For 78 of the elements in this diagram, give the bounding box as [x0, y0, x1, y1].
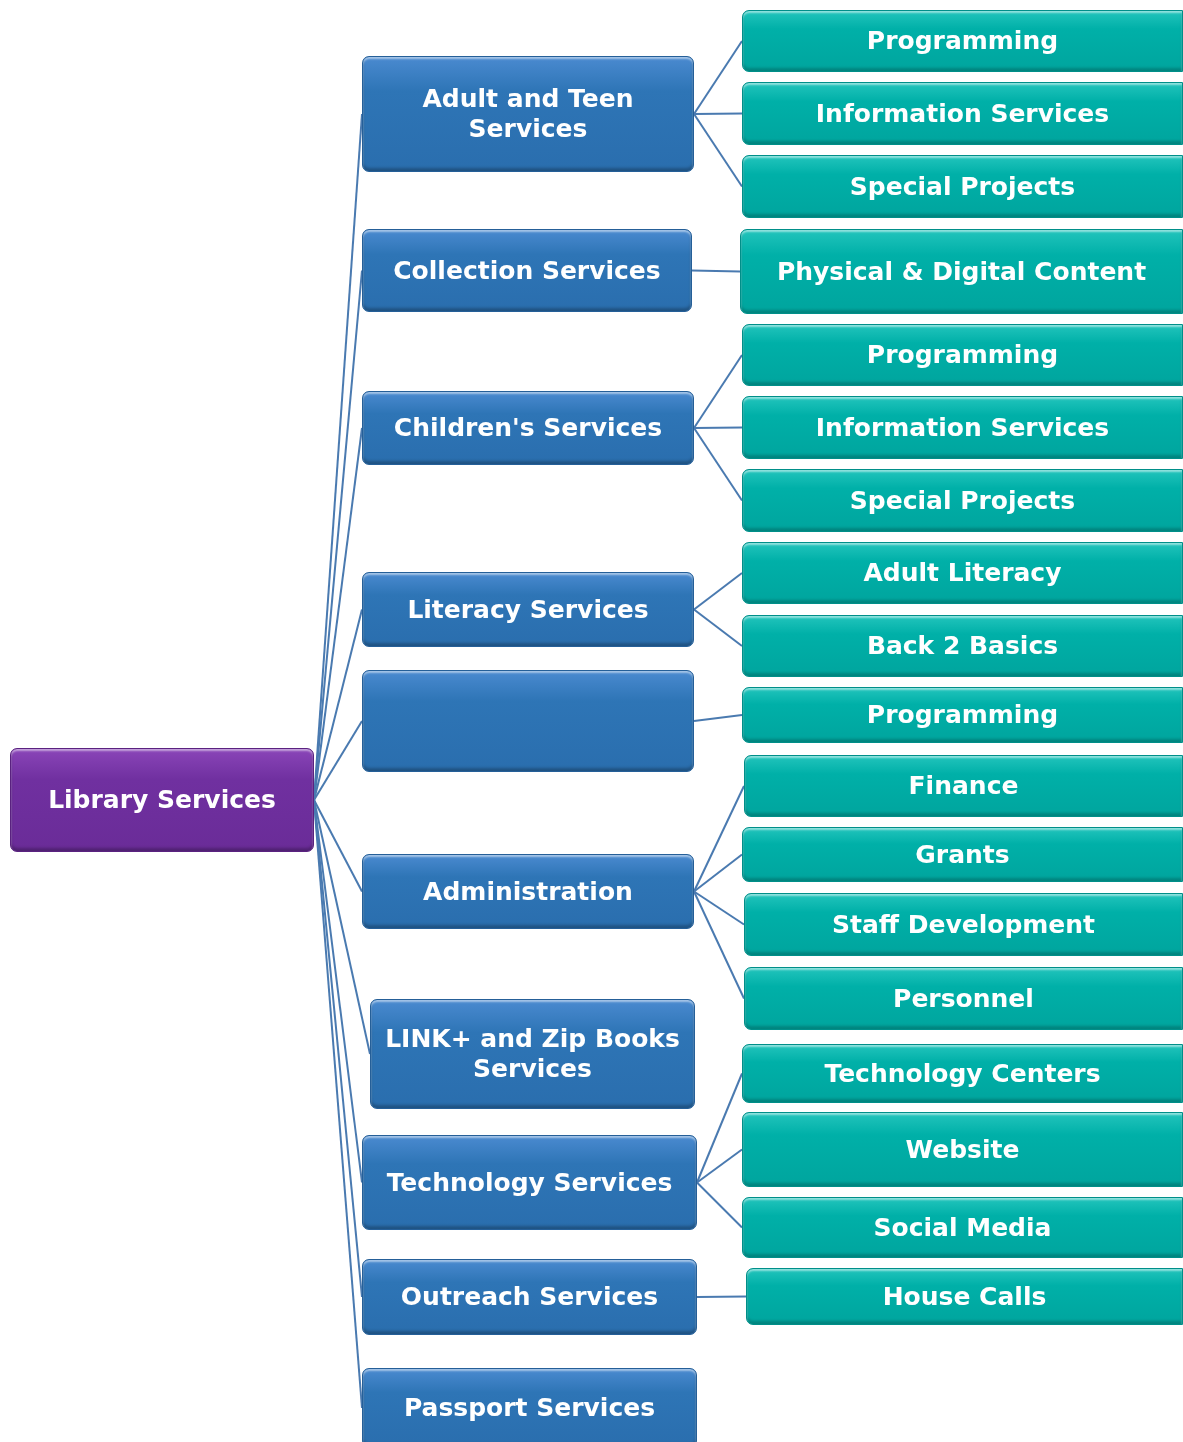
- unit-box: [742, 615, 1183, 677]
- unit-box: [744, 755, 1183, 817]
- connector-line: [693, 427, 743, 502]
- unit-box: [742, 469, 1183, 532]
- department-box: [362, 391, 694, 465]
- node-label: Personnel: [893, 983, 1034, 1014]
- unit-box: [742, 687, 1183, 743]
- connector-line: [693, 40, 743, 115]
- department-box: [362, 1368, 697, 1442]
- node-label: Administration: [423, 876, 633, 907]
- connector-line: [313, 799, 363, 893]
- department-box: [362, 229, 692, 312]
- node-label: Information Services: [815, 412, 1110, 443]
- node-label: Social Media: [873, 1212, 1052, 1243]
- unit-box: [742, 1197, 1183, 1258]
- connector-line: [693, 853, 743, 893]
- department-box: [370, 999, 695, 1109]
- connector-line: [313, 799, 371, 1055]
- unit-box: [740, 229, 1183, 314]
- node-label: Staff Development: [831, 909, 1096, 940]
- unit-box: [742, 82, 1183, 145]
- node-label: House Calls: [882, 1281, 1047, 1312]
- unit-box: [742, 1044, 1183, 1103]
- connector-line: [696, 1295, 747, 1298]
- unit-box: [742, 827, 1183, 882]
- unit-box: [742, 542, 1183, 604]
- connector-line: [693, 608, 743, 647]
- connector-line: [693, 354, 743, 429]
- connector-line: [693, 572, 743, 611]
- node-label: Children's Services: [393, 413, 663, 443]
- node-label: Website: [905, 1134, 1020, 1165]
- node-label: Library Services: [48, 785, 276, 815]
- connector-line: [313, 720, 363, 801]
- node-label: Passport Services: [403, 1393, 656, 1423]
- unit-box: [744, 893, 1183, 956]
- node-label: Programming: [866, 26, 1059, 56]
- node-label: Programming: [866, 700, 1059, 730]
- department-box: [362, 854, 694, 929]
- node-label: Literacy Services: [407, 594, 649, 625]
- node-label: Technology Centers: [824, 1058, 1101, 1089]
- connector-line: [696, 1181, 743, 1229]
- node-label: Back 2 Basics: [866, 631, 1059, 661]
- unit-box: [742, 155, 1183, 218]
- unit-box: [744, 967, 1183, 1030]
- unit-box: [742, 10, 1183, 72]
- root-box: [10, 748, 314, 852]
- connector-line: [693, 112, 743, 115]
- connector-line: [693, 890, 745, 1000]
- unit-box: [746, 1268, 1183, 1325]
- node-label: Grants: [915, 839, 1010, 870]
- node-label: LINK+ and Zip Books Services: [384, 1024, 681, 1084]
- node-label: Information Services: [815, 98, 1110, 129]
- node-label: Physical & Digital Content: [776, 256, 1147, 287]
- connector-line: [693, 890, 745, 926]
- department-box: [362, 572, 694, 647]
- node-label: Special Projects: [849, 171, 1076, 202]
- department-box: [362, 1135, 697, 1230]
- unit-box: [742, 396, 1183, 459]
- node-label: Special Projects: [849, 485, 1076, 516]
- department-box: [362, 1259, 697, 1335]
- node-label: Finance: [908, 771, 1019, 801]
- node-label: Adult and Teen Services: [421, 84, 635, 144]
- connector-line: [696, 1148, 743, 1184]
- connector-line: [696, 1072, 743, 1184]
- node-label: Programming: [866, 340, 1059, 370]
- connector-line: [691, 269, 741, 273]
- node-label: Outreach Services: [400, 1282, 659, 1312]
- connector-line: [693, 714, 743, 722]
- node-label: Collection Services: [393, 255, 661, 286]
- node-label: Technology Services: [386, 1167, 673, 1198]
- node-label: Adult Literacy: [863, 558, 1062, 588]
- connector-line: [693, 113, 743, 188]
- department-box: [362, 670, 694, 772]
- connector-line: [693, 785, 745, 893]
- department-box: [362, 56, 694, 172]
- connector-line: [693, 426, 743, 429]
- unit-box: [742, 1112, 1183, 1187]
- unit-box: [742, 324, 1183, 386]
